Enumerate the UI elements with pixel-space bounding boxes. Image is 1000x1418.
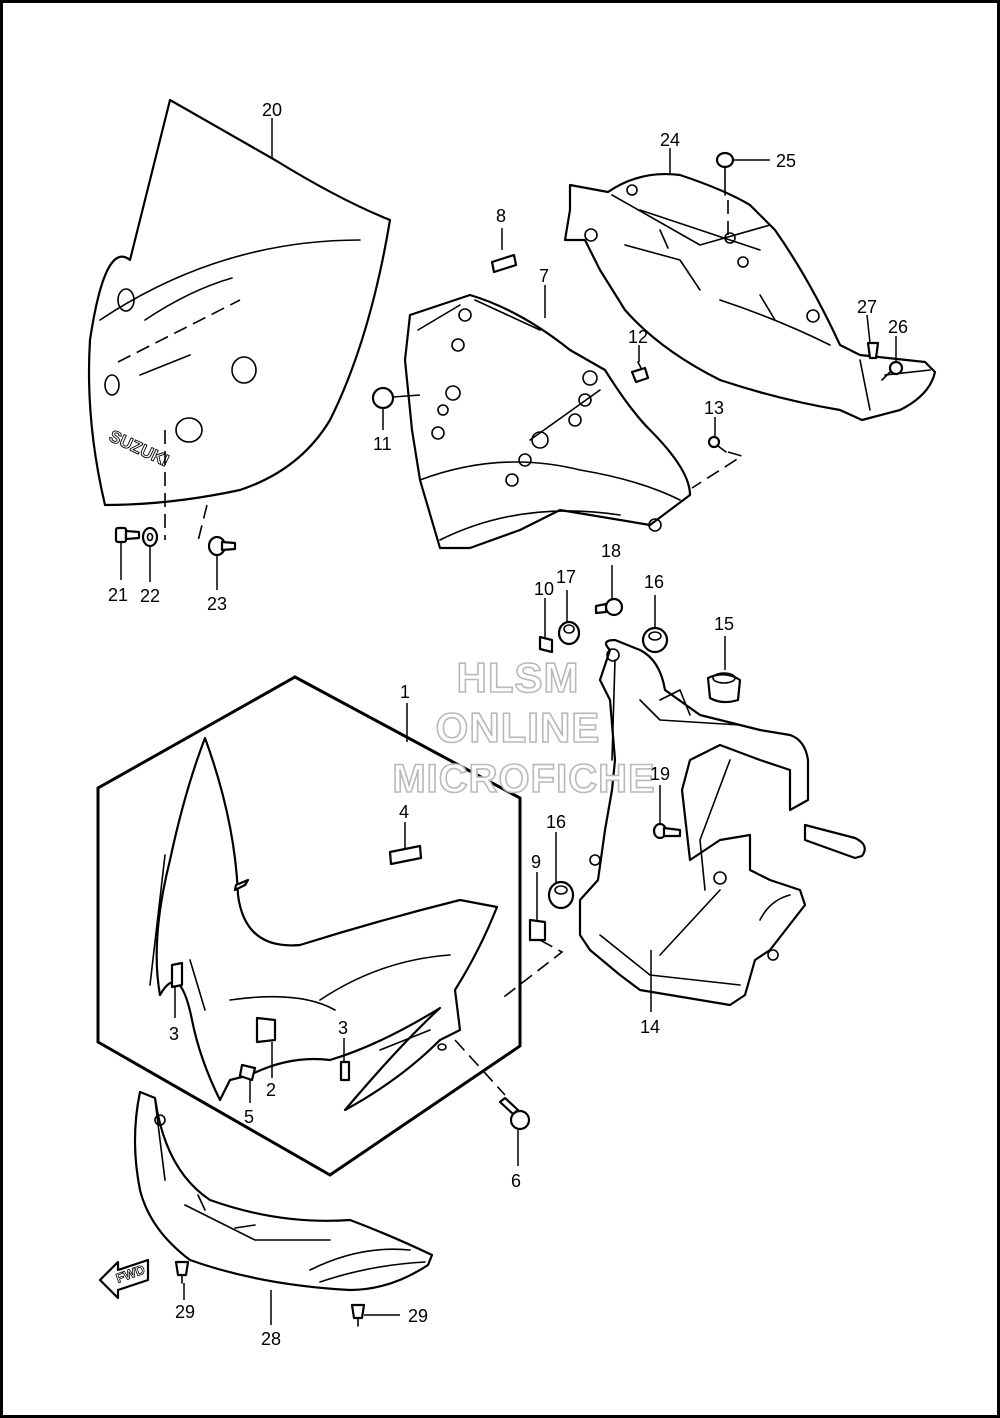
windscreen-part-20: SUZUKI <box>87 98 392 546</box>
callout-3-left: 3 <box>169 1024 179 1044</box>
bolt-part-19 <box>652 822 682 840</box>
callout-20: 20 <box>262 100 282 120</box>
callout-21: 21 <box>108 585 128 605</box>
callout-19: 19 <box>650 764 670 784</box>
callout-29-right: 29 <box>408 1306 428 1326</box>
upper-cowling-part-1 <box>96 675 564 1177</box>
label-part-8 <box>490 253 518 274</box>
inner-panel-part-24 <box>563 173 937 422</box>
callout-27: 27 <box>857 297 877 317</box>
damper-part-15 <box>706 672 742 704</box>
clip-part-12 <box>630 361 650 384</box>
callout-8: 8 <box>496 206 506 226</box>
clip-part-29-right <box>350 1303 366 1327</box>
watermark-line-3: MICROFICHE <box>392 757 655 801</box>
callout-16-lower: 16 <box>546 812 566 832</box>
leader-lines <box>120 118 897 1325</box>
clip-part-5 <box>238 1063 257 1082</box>
screw-part-6 <box>498 1096 531 1131</box>
callout-10: 10 <box>534 579 554 599</box>
callout-23: 23 <box>207 594 227 614</box>
bolt-part-25 <box>715 151 770 235</box>
callout-17: 17 <box>556 567 576 587</box>
callout-15: 15 <box>714 614 734 634</box>
callout-18: 18 <box>601 541 621 561</box>
callout-25: 25 <box>776 151 796 171</box>
fairing-stay-part-14 <box>578 638 866 1007</box>
washer-part-22 <box>141 526 159 548</box>
bolt-part-23 <box>207 535 237 557</box>
callout-28: 28 <box>261 1329 281 1349</box>
label-part-3-left <box>170 961 184 989</box>
assembly-hex-box <box>96 675 522 1177</box>
label-part-4 <box>388 844 423 866</box>
label-part-3-right <box>339 1060 351 1082</box>
callout-26: 26 <box>888 317 908 337</box>
callout-9: 9 <box>531 852 541 872</box>
screw-part-26 <box>881 360 904 381</box>
callout-3-right: 3 <box>338 1018 348 1038</box>
clip-nut-part-10 <box>538 635 554 654</box>
callout-11: 11 <box>373 434 392 454</box>
callout-12: 12 <box>628 327 648 347</box>
callout-14: 14 <box>640 1017 660 1037</box>
callout-5: 5 <box>244 1107 254 1127</box>
callout-24: 24 <box>660 130 680 150</box>
grommet-part-16-upper <box>641 626 669 654</box>
inner-cover-part-7 <box>403 293 692 550</box>
callout-7: 7 <box>539 266 549 286</box>
forward-direction-arrow-icon: FWD <box>98 1258 150 1300</box>
clip-part-29-left <box>174 1260 190 1284</box>
callout-6: 6 <box>511 1171 521 1191</box>
under-cowling-part-28 <box>133 1090 434 1292</box>
callout-4: 4 <box>399 802 409 822</box>
callout-16-upper: 16 <box>644 572 664 592</box>
clip-nut-part-9 <box>528 918 547 942</box>
watermark-line-1: HLSM <box>457 654 580 701</box>
callout-labels: 20 8 7 24 25 27 26 12 13 11 21 22 23 18 … <box>108 100 908 1349</box>
grommet-part-17 <box>557 620 581 646</box>
callout-2: 2 <box>266 1080 276 1100</box>
callout-1: 1 <box>400 682 410 702</box>
watermark-line-2: ONLINE <box>436 704 601 751</box>
bolt-part-18 <box>594 597 624 617</box>
callout-22: 22 <box>140 586 160 606</box>
rivet-part-27 <box>866 341 880 360</box>
screw-part-13 <box>691 435 744 489</box>
watermark: HLSM ONLINE MICROFICHE <box>392 653 656 802</box>
screw-part-21 <box>114 526 141 544</box>
callout-29-left: 29 <box>175 1302 195 1322</box>
label-part-2 <box>255 1016 277 1044</box>
grommet-part-16-lower <box>547 880 575 910</box>
callout-13: 13 <box>704 398 724 418</box>
